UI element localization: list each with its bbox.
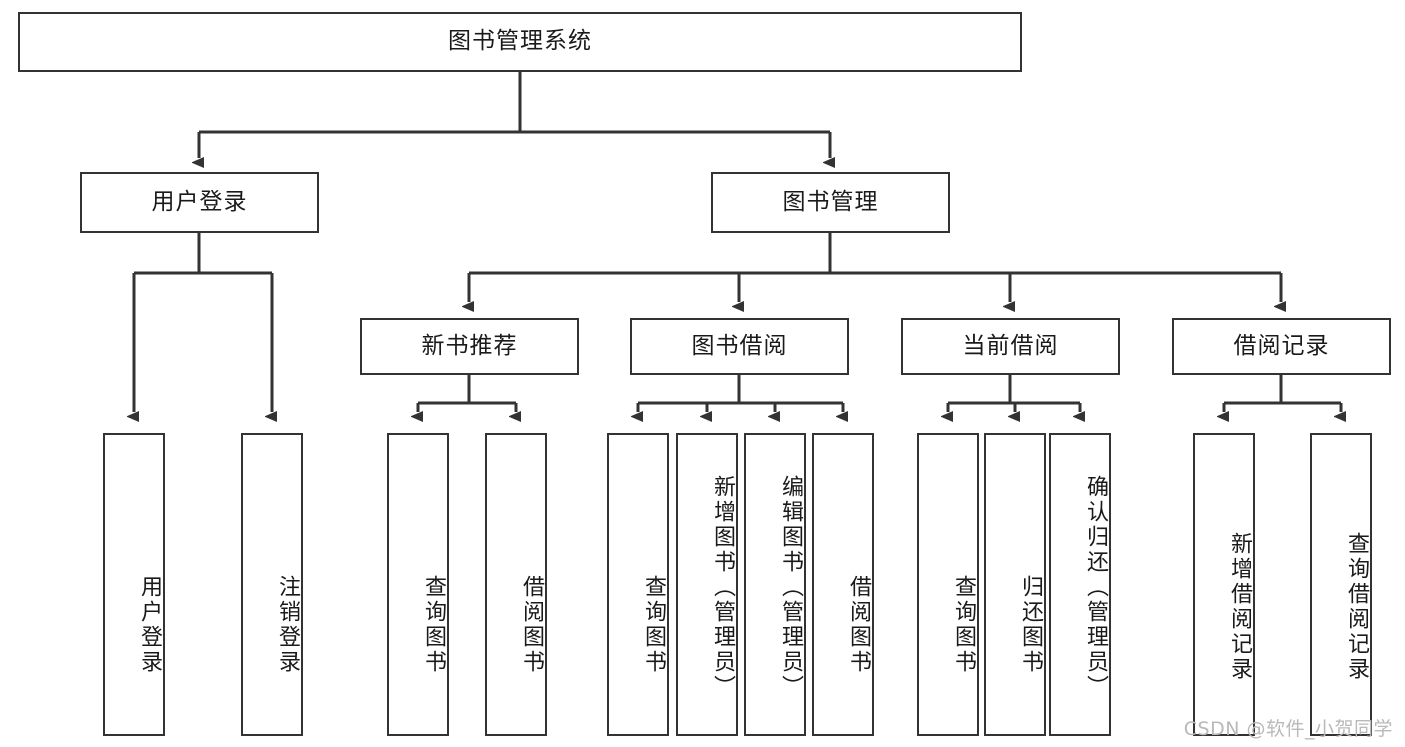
leaf-confirm-return-admin[interactable]: 确认归还（管理员） xyxy=(1049,433,1111,736)
leaf-edit-book-admin[interactable]: 编辑图书（管理员） xyxy=(744,433,806,736)
leaf-borrow-book-borrow[interactable]: 借阅图书 xyxy=(812,433,874,736)
node-label: 借阅图书 xyxy=(846,574,871,675)
node-book-management[interactable]: 图书管理 xyxy=(711,172,950,233)
node-label: 图书借阅 xyxy=(691,332,788,359)
node-label: 借阅记录 xyxy=(1233,332,1330,359)
leaf-query-book-recommend[interactable]: 查询图书 xyxy=(387,433,449,736)
node-label: 用户登录 xyxy=(137,574,162,675)
leaf-query-book-current[interactable]: 查询图书 xyxy=(917,433,979,736)
node-label: 当前借阅 xyxy=(962,332,1059,359)
node-user-login[interactable]: 用户登录 xyxy=(80,172,319,233)
node-label: 图书管理 xyxy=(782,188,879,215)
node-label: 归还图书 xyxy=(1018,574,1043,675)
node-label: 注销登录 xyxy=(275,574,300,675)
node-label: 新增借阅记录 xyxy=(1227,532,1252,682)
node-label: 新增图书（管理员） xyxy=(710,475,735,700)
node-label: 确认归还（管理员） xyxy=(1083,475,1108,700)
leaf-logout-login[interactable]: 注销登录 xyxy=(241,433,303,736)
node-label: 查询图书 xyxy=(421,574,446,675)
node-label: 查询借阅记录 xyxy=(1344,532,1369,682)
csdn-watermark: CSDN @软件_小贺同学 xyxy=(1183,718,1393,740)
leaf-query-book-borrow[interactable]: 查询图书 xyxy=(607,433,669,736)
leaf-borrow-book-recommend[interactable]: 借阅图书 xyxy=(485,433,547,736)
node-book-borrow[interactable]: 图书借阅 xyxy=(630,318,849,375)
node-root-book-management-system[interactable]: 图书管理系统 xyxy=(18,12,1022,72)
leaf-add-borrow-record[interactable]: 新增借阅记录 xyxy=(1193,433,1255,736)
leaf-add-book-admin[interactable]: 新增图书（管理员） xyxy=(676,433,738,736)
node-new-book-recommend[interactable]: 新书推荐 xyxy=(360,318,579,375)
leaf-user-login[interactable]: 用户登录 xyxy=(103,433,165,736)
leaf-return-book[interactable]: 归还图书 xyxy=(984,433,1046,736)
node-label: 新书推荐 xyxy=(421,332,518,359)
node-label: 编辑图书（管理员） xyxy=(778,475,803,700)
node-label: 图书管理系统 xyxy=(448,28,592,55)
node-label: 查询图书 xyxy=(951,574,976,675)
node-label: 借阅图书 xyxy=(519,574,544,675)
leaf-query-borrow-record[interactable]: 查询借阅记录 xyxy=(1310,433,1372,736)
node-current-borrow[interactable]: 当前借阅 xyxy=(901,318,1120,375)
node-label: 用户登录 xyxy=(151,188,248,215)
node-label: 查询图书 xyxy=(641,574,666,675)
node-borrow-record[interactable]: 借阅记录 xyxy=(1172,318,1391,375)
